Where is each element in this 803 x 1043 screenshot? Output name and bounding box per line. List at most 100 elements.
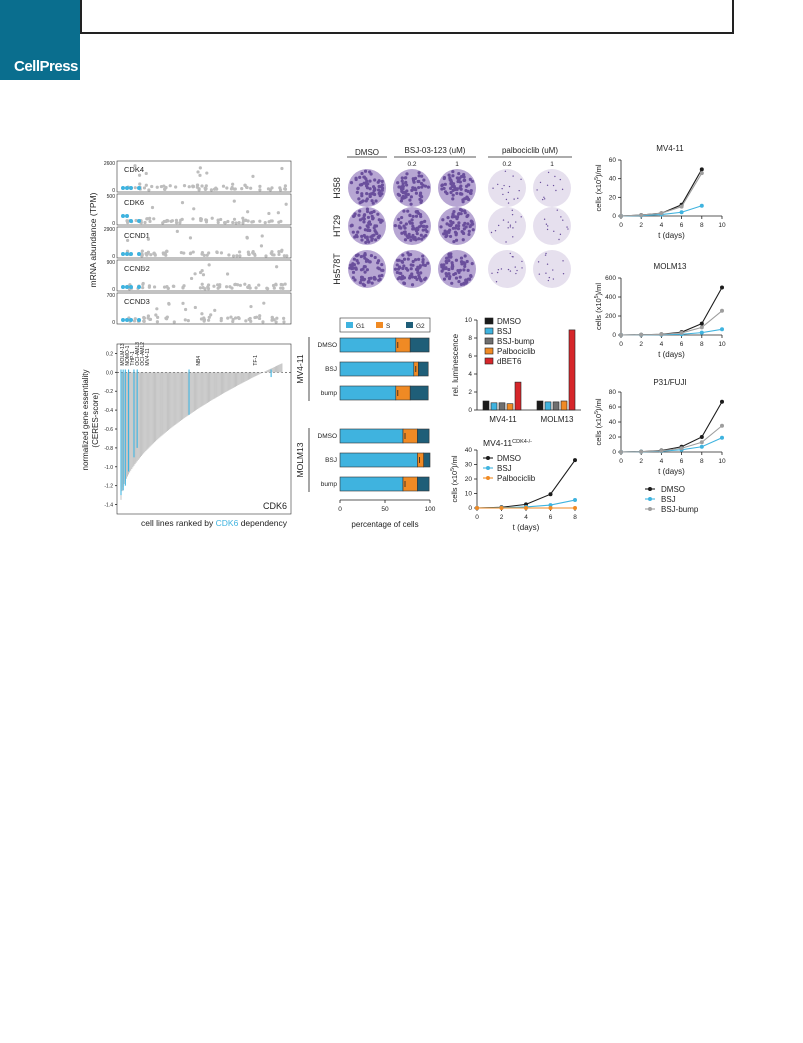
p31fuji-ytick-label: 60: [609, 404, 617, 411]
panel-c-colony: [380, 273, 384, 278]
mv411-ko-point-palbociclib-1: [499, 506, 504, 510]
panel-c-colony: [368, 192, 372, 196]
mv411-ko-point-palbociclib-4: [573, 506, 577, 510]
panel-c-colony: [468, 177, 472, 182]
bottom-legend-marker-0: [648, 487, 652, 491]
panel-c-dose-2: 0.2: [502, 161, 511, 168]
mv411-ko-xtick-label: 8: [573, 514, 577, 521]
panel-a-dot: [272, 286, 276, 290]
panel-a-dot: [245, 236, 249, 240]
panel-a-dot: [223, 221, 227, 225]
panel-c-colony: [451, 214, 455, 219]
panel-c-colony: [358, 209, 362, 213]
panel-a-dot: [258, 184, 262, 188]
panel-c-colony: [457, 212, 461, 216]
panel-c-colony: [353, 278, 357, 282]
panel-c-colony: [457, 221, 461, 225]
panel-c-colony: [538, 273, 541, 275]
panel-c-colony: [545, 252, 547, 255]
panel-a-dot: [164, 253, 168, 257]
panel-c-colony: [504, 170, 507, 173]
panel-c-colony: [363, 256, 367, 260]
panel-c-colony: [363, 265, 367, 269]
panel-c-colony: [423, 219, 427, 224]
panel-c-colony: [511, 209, 513, 212]
panel-c-colony: [377, 278, 381, 282]
panel-a-dot: [179, 218, 183, 222]
panel-c-colony: [359, 183, 363, 187]
panel-c-colony: [402, 257, 407, 261]
panel-c-colony: [365, 209, 370, 214]
panel-c-colony: [494, 229, 497, 232]
panel-a-dot: [216, 283, 220, 287]
panel-a-gene-ccnd1: CCND1: [124, 231, 150, 240]
p31fuji-ytick-label: 80: [609, 389, 617, 396]
panel-c-colony: [420, 195, 424, 199]
luminescence-bar-bsj-bump-0: [498, 402, 506, 411]
panel-c-colony: [515, 221, 517, 223]
panel-c-colony: [414, 191, 419, 195]
panel-c-colony: [416, 270, 420, 275]
panel-a-dot: [201, 286, 205, 290]
molm13-point-bsj-bump-2: [659, 332, 664, 337]
panel-a-dot: [216, 218, 220, 222]
panel-c-colony: [371, 201, 375, 205]
luminescence-legend-swatch-3: [484, 347, 494, 355]
panel-c-colony: [451, 197, 455, 201]
panel-c-colony: [462, 268, 466, 272]
luminescence-category-1: MOLM13: [541, 415, 574, 424]
panel-c-colony: [440, 183, 445, 187]
mv411-ko-point-palbociclib-3: [548, 506, 553, 510]
panel-c-colony: [377, 274, 382, 278]
panel-c-colony: [349, 181, 354, 185]
panel-b-tick-label: -0.2: [104, 389, 113, 395]
panel-a-dot: [161, 251, 165, 255]
panel-a-dot: [247, 252, 251, 257]
mv411-ko-legend-marker-1: [486, 466, 490, 470]
panel-a-dot: [155, 185, 159, 189]
panel-a-dot: [219, 217, 223, 222]
mv411-xtick-label: 8: [700, 222, 704, 229]
mv411-xtick-label: 6: [680, 222, 684, 229]
panel-c-colony: [380, 179, 384, 184]
p31fuji-point-bsj-bump-2: [659, 448, 664, 453]
panel-a-dot: [224, 285, 229, 289]
panel-c-colony: [560, 216, 562, 218]
panel-a-dot: [267, 220, 271, 224]
mv411-ko-xtick-label: 6: [549, 514, 553, 521]
panel-c-colony: [439, 225, 443, 229]
cell-cycle-bar-g1-4: [339, 452, 418, 468]
panel-c-colony: [365, 207, 370, 211]
panel-c-colony: [446, 216, 450, 220]
molm13-xlabel: t (days): [658, 350, 685, 359]
panel-c-colony: [450, 281, 454, 285]
panel-c-colony: [471, 222, 475, 226]
panel-c-colony: [555, 189, 557, 192]
p31fuji-point-bsj-bump-5: [720, 423, 724, 428]
panel-c-colony: [455, 187, 459, 191]
panel-c-colony: [417, 185, 421, 190]
panel-a-dot: [189, 276, 194, 281]
panel-c-colony: [450, 261, 454, 265]
mv411-ko-xlabel: t (days): [513, 523, 540, 532]
panel-c-colony: [421, 254, 425, 258]
panel-c-colony: [451, 188, 455, 192]
panel-a-dot: [202, 316, 206, 320]
panel-a-dot: [181, 285, 185, 289]
panel-c-colony: [374, 199, 378, 203]
panel-c-colony: [464, 188, 468, 193]
panel-a-dot: [163, 187, 167, 191]
panel-c-colony: [358, 175, 362, 180]
panel-c-colony: [467, 232, 471, 237]
panel-c-plate: [533, 169, 571, 207]
luminescence-ytick-label: 4: [468, 371, 472, 378]
panel-c-colony: [561, 188, 564, 191]
panel-a-dot: [231, 182, 235, 186]
panel-a-dot: [229, 315, 233, 319]
panel-c-colony: [447, 272, 451, 276]
cell-cycle-category-0: DMSO: [318, 342, 338, 349]
panel-c-colony: [360, 194, 364, 198]
panel-c-colony: [505, 198, 508, 201]
panel-c-colony: [397, 265, 402, 269]
molm13-xtick-label: 4: [660, 341, 664, 348]
